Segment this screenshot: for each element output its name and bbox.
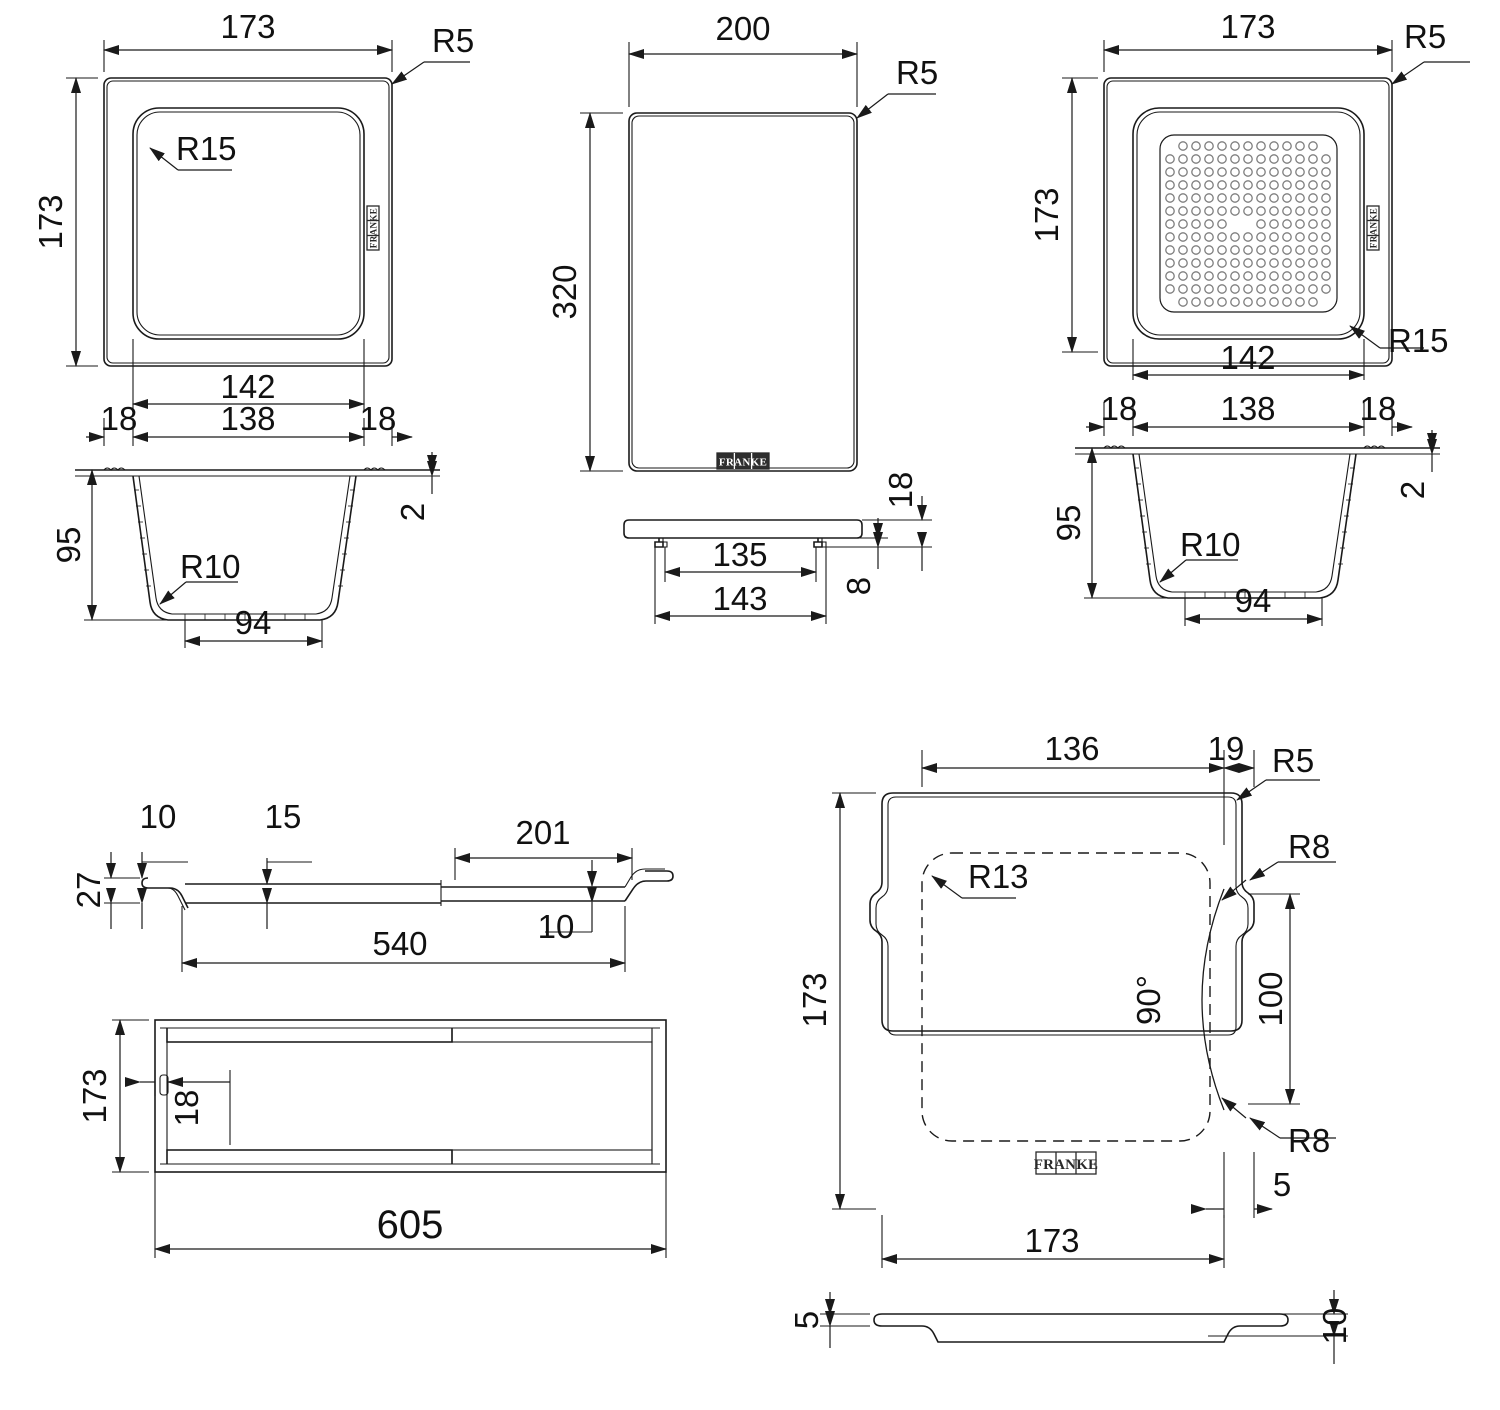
view-rail-plan: 173 18 605 <box>76 1019 667 1258</box>
dim-colander-width: 173 <box>1220 8 1275 45</box>
dim-colander-sec-flange-right: 18 <box>1360 390 1397 427</box>
dim-bowl-top-r5: R5 <box>432 22 474 59</box>
dim-board-r5: R5 <box>896 54 938 91</box>
franke-logo-colander: FRANKE <box>1366 205 1380 251</box>
dim-board-height: 320 <box>546 264 583 319</box>
dim-lid-r8-top: R8 <box>1288 828 1330 865</box>
dim-rail-plan-inset: 18 <box>168 1090 205 1127</box>
dim-board-width: 200 <box>715 10 770 47</box>
dim-rail-length: 540 <box>372 925 427 962</box>
dim-bowl-sec-flange-left: 18 <box>101 400 138 437</box>
dim-colander-sec-flange-left: 18 <box>1101 390 1138 427</box>
dim-colander-rim-thickness: 2 <box>1394 481 1431 499</box>
view-bowl-section: 18 138 18 95 <box>50 400 440 648</box>
dim-lid-notch-angle: 90° <box>1130 975 1167 1025</box>
dim-lid-width: 173 <box>1024 1222 1079 1259</box>
franke-logo-text: FRANKE <box>719 457 767 469</box>
dim-lid-notch-height: 100 <box>1252 971 1289 1026</box>
dim-rail-plan-width: 173 <box>76 1068 113 1123</box>
dim-colander-base-radius: R10 <box>1180 526 1241 563</box>
dim-bowl-depth: 95 <box>50 527 87 564</box>
view-colander-top: FRANKE 173 173 R5 R15 142 <box>1028 8 1470 380</box>
dim-rail-end-height: 27 <box>70 872 107 909</box>
dim-bowl-top-inner: 142 <box>220 368 275 405</box>
franke-logo-cutting-board: FRANKE <box>716 452 770 470</box>
dim-colander-inner: 142 <box>1220 339 1275 376</box>
dim-lid-sec-lip: 5 <box>788 1311 825 1329</box>
dim-colander-r5: R5 <box>1404 18 1446 55</box>
dim-lid-rim: 5 <box>1273 1166 1291 1203</box>
dim-rail-end-offset: 10 <box>140 798 177 835</box>
view-lid-top: FRANKE 136 19 R5 R8 R8 R13 90° <box>796 730 1336 1268</box>
dim-bowl-base-width: 94 <box>235 604 272 641</box>
dim-lid-r5: R5 <box>1272 742 1314 779</box>
dim-board-foot-inner: 135 <box>712 536 767 573</box>
dim-lid-r13: R13 <box>968 858 1029 895</box>
view-cutting-board-section: 135 143 18 8 <box>623 472 932 624</box>
franke-logo-text: FRANKE <box>1034 1157 1099 1173</box>
franke-logo-text: FRANKE <box>369 208 379 248</box>
dim-bowl-top-width: 173 <box>220 8 275 45</box>
dim-lid-inner-width: 136 <box>1044 730 1099 767</box>
dim-rail-plan-length: 605 <box>377 1203 444 1247</box>
dim-bowl-base-radius: R10 <box>180 548 241 585</box>
dim-colander-depth: 95 <box>1050 505 1087 542</box>
dim-board-thickness: 18 <box>882 472 919 509</box>
dim-bowl-sec-flange-right: 18 <box>360 400 397 437</box>
view-cutting-board-top: FRANKE 200 320 R5 <box>546 10 938 472</box>
dim-lid-r8-bottom: R8 <box>1288 1122 1330 1159</box>
perforation-grid <box>1165 141 1331 307</box>
dim-colander-height: 173 <box>1028 187 1065 242</box>
dim-rail-travel: 201 <box>515 814 570 851</box>
view-colander-section: 18 138 18 95 2 <box>1050 390 1440 626</box>
dim-colander-sec-span: 138 <box>1220 390 1275 427</box>
franke-logo-text: FRANKE <box>1369 208 1379 248</box>
view-rail-profile: 27 10 15 201 10 540 <box>70 798 674 972</box>
view-bowl-top: FRANKE 173 173 R5 R15 142 <box>32 8 474 410</box>
dim-rail-step: 10 <box>538 908 575 945</box>
dim-bowl-rim-thickness: 2 <box>394 503 431 521</box>
dim-board-foot-height: 8 <box>840 577 877 595</box>
dim-colander-base-width: 94 <box>1235 582 1272 619</box>
dim-rail-thickness: 15 <box>265 798 302 835</box>
dim-colander-r15: R15 <box>1388 322 1449 359</box>
franke-logo-lid: FRANKE <box>1034 1151 1099 1175</box>
dim-lid-edge-offset: 19 <box>1208 730 1245 767</box>
franke-logo-bowl-top: FRANKE <box>366 205 380 251</box>
dim-board-foot-outer: 143 <box>712 580 767 617</box>
dim-bowl-top-height: 173 <box>32 194 69 249</box>
dim-lid-height: 173 <box>796 972 833 1027</box>
view-lid-section: 5 10 <box>788 1290 1353 1364</box>
dim-bowl-top-r15: R15 <box>176 130 237 167</box>
dim-bowl-sec-span: 138 <box>220 400 275 437</box>
dim-lid-sec-thickness: 10 <box>1316 1308 1353 1345</box>
